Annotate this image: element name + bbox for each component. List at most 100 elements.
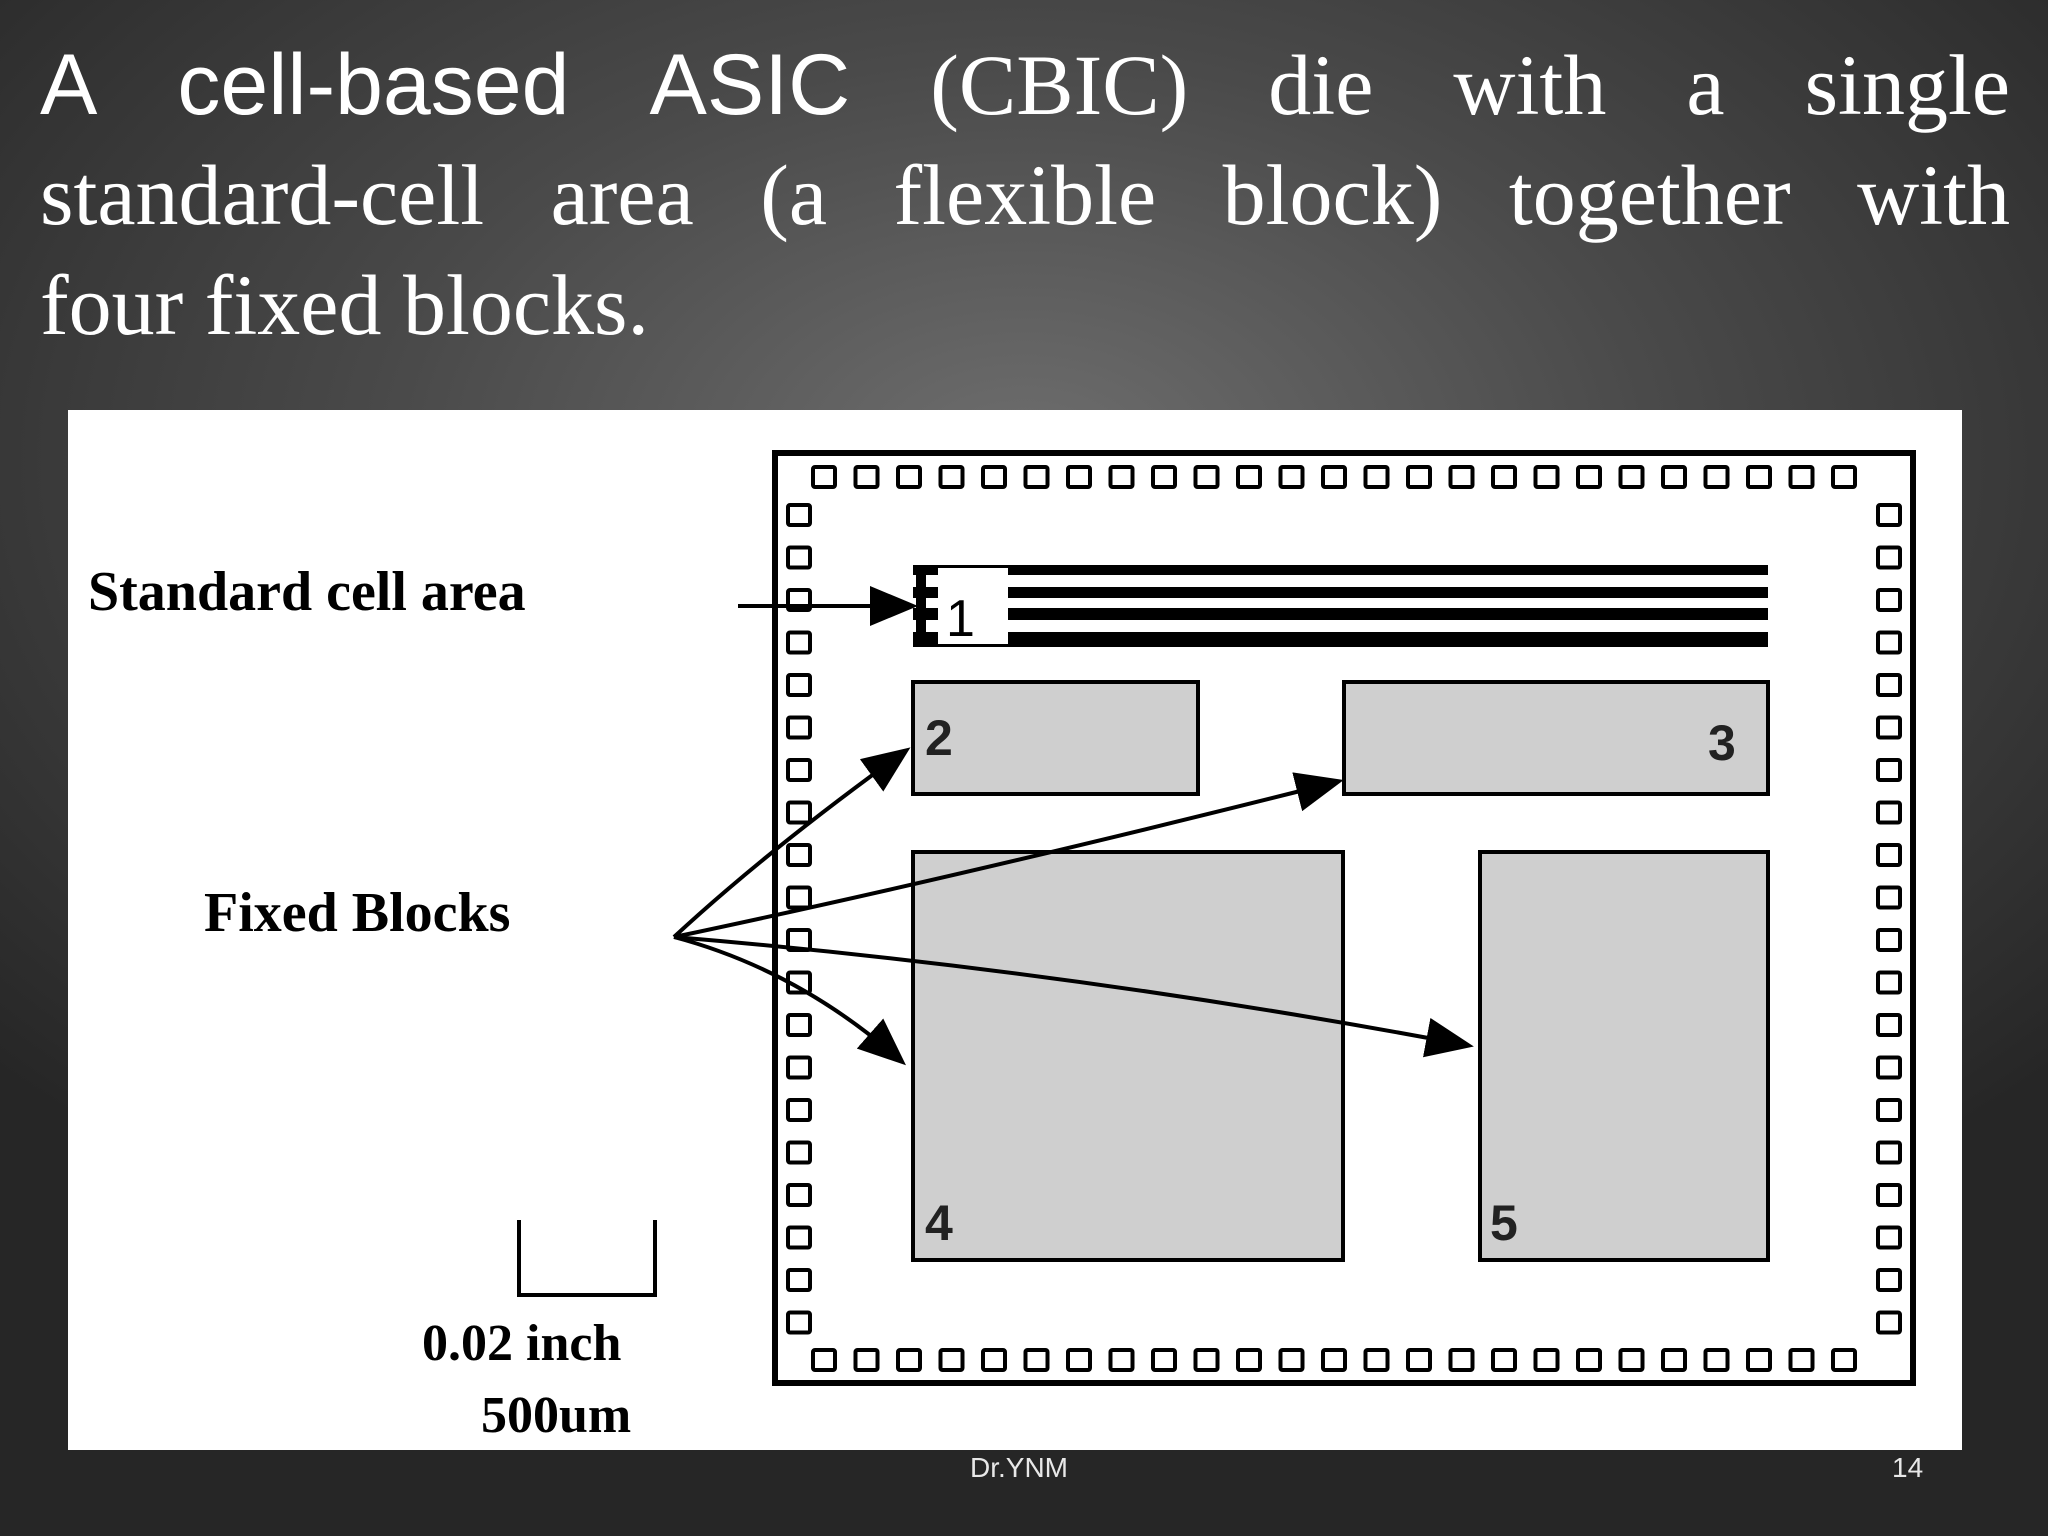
footer-author: Dr.YNM — [970, 1452, 1068, 1483]
io-pad — [1831, 1348, 1857, 1372]
io-pad — [938, 1348, 965, 1372]
io-pad — [1876, 1013, 1902, 1037]
io-pad — [1151, 1348, 1177, 1372]
io-pad — [786, 545, 812, 570]
io-pad — [1108, 1348, 1135, 1372]
title-word: die — [1268, 37, 1374, 133]
io-pad — [1876, 758, 1902, 782]
io-pad — [1876, 715, 1902, 740]
io-pad — [811, 465, 837, 489]
io-pad — [786, 503, 812, 527]
io-pad — [1533, 465, 1560, 489]
io-pad — [938, 465, 965, 489]
fixed-block-4: 4 — [911, 850, 1345, 1262]
io-pad — [1876, 503, 1902, 527]
fixed-block-5: 5 — [1478, 850, 1770, 1262]
io-pad — [786, 1055, 812, 1080]
io-pad — [1876, 843, 1902, 867]
title-word: single — [1804, 37, 2011, 133]
io-pad — [786, 758, 812, 782]
io-pad — [1831, 465, 1857, 489]
io-pad — [786, 1310, 812, 1335]
io-pad — [1066, 465, 1092, 489]
scale-inch-label: 0.02 inch — [422, 1315, 621, 1372]
io-pad — [1876, 673, 1902, 697]
block-5-label: 5 — [1490, 1195, 1518, 1251]
page-number: 14 — [1892, 1452, 1924, 1483]
io-pad — [1023, 465, 1050, 489]
io-pad — [1661, 465, 1687, 489]
fixed-block-3: 3 — [1342, 680, 1770, 796]
io-pad — [1576, 465, 1602, 489]
io-pad — [1703, 1348, 1730, 1372]
io-pad — [1236, 465, 1262, 489]
io-pad — [1193, 465, 1220, 489]
io-pad — [1108, 465, 1135, 489]
io-pad — [1321, 465, 1347, 489]
io-pad — [786, 800, 812, 825]
io-pad — [981, 465, 1007, 489]
io-pad — [1876, 1225, 1902, 1250]
io-pad — [1023, 1348, 1050, 1372]
title-line-2: standard-cell area (a flexible block) to… — [40, 147, 2010, 243]
io-pad — [1491, 1348, 1517, 1372]
io-pad — [811, 1348, 837, 1372]
io-pad — [1321, 1348, 1347, 1372]
io-pad — [1746, 1348, 1772, 1372]
io-pad — [1876, 1310, 1902, 1335]
io-pad — [1661, 1348, 1687, 1372]
io-pad — [853, 1348, 880, 1372]
fixed-block-arrows — [672, 747, 1474, 1066]
title-word: cell-based — [177, 37, 570, 133]
io-pad — [896, 1348, 922, 1372]
io-pad — [896, 465, 922, 489]
io-pad — [1876, 545, 1902, 570]
io-pad — [1788, 465, 1815, 489]
io-pad — [1876, 1098, 1902, 1122]
cbic-die-figure: 1 2 3 4 5 Standard cell area Fixed Block… — [68, 410, 1962, 1450]
io-pad — [1491, 465, 1517, 489]
title-word: A — [40, 37, 98, 133]
io-pad — [1278, 1348, 1305, 1372]
io-pad — [1876, 588, 1902, 612]
block-1-label: 1 — [946, 590, 975, 648]
io-pad — [1788, 1348, 1815, 1372]
io-pad — [1193, 1348, 1220, 1372]
io-pad-ring — [786, 465, 1902, 1372]
standard-cell-area-label: Standard cell area — [88, 561, 526, 623]
io-pad — [786, 1013, 812, 1037]
title-word: a — [1686, 37, 1725, 133]
scale-bar — [517, 1220, 657, 1297]
io-pad — [786, 673, 812, 697]
slide-title: A cell-based ASIC (CBIC) die with a sing… — [40, 30, 2010, 360]
standard-cell-block-1: 1 — [913, 565, 1768, 648]
io-pad — [1066, 1348, 1092, 1372]
io-pad — [1876, 800, 1902, 825]
fixed-blocks-label: Fixed Blocks — [204, 882, 510, 944]
io-pad — [786, 843, 812, 867]
title-word: ASIC — [649, 37, 851, 133]
io-pad — [786, 885, 812, 910]
io-pad — [1876, 885, 1902, 910]
io-pad — [786, 1268, 812, 1292]
io-pad — [1703, 465, 1730, 489]
cbic-die-diagram: 1 2 3 4 5 Standard cell area Fixed Block… — [88, 450, 1916, 1444]
fixed-block-2: 2 — [911, 680, 1200, 796]
io-pad — [1876, 1183, 1902, 1207]
io-pad — [1151, 465, 1177, 489]
io-pad — [1278, 465, 1305, 489]
io-pad — [1876, 1268, 1902, 1292]
io-pad — [786, 630, 812, 655]
io-pad — [786, 1098, 812, 1122]
title-word: with — [1453, 37, 1607, 133]
io-pad — [1876, 1055, 1902, 1080]
io-pad — [1406, 465, 1432, 489]
io-pad — [1533, 1348, 1560, 1372]
scale-um-label: 500um — [481, 1387, 631, 1444]
io-pad — [853, 465, 880, 489]
block-3-label: 3 — [1708, 715, 1736, 771]
block-2-label: 2 — [925, 710, 953, 766]
io-pad — [1448, 465, 1475, 489]
io-pad — [786, 1183, 812, 1207]
io-pad — [1876, 1140, 1902, 1165]
